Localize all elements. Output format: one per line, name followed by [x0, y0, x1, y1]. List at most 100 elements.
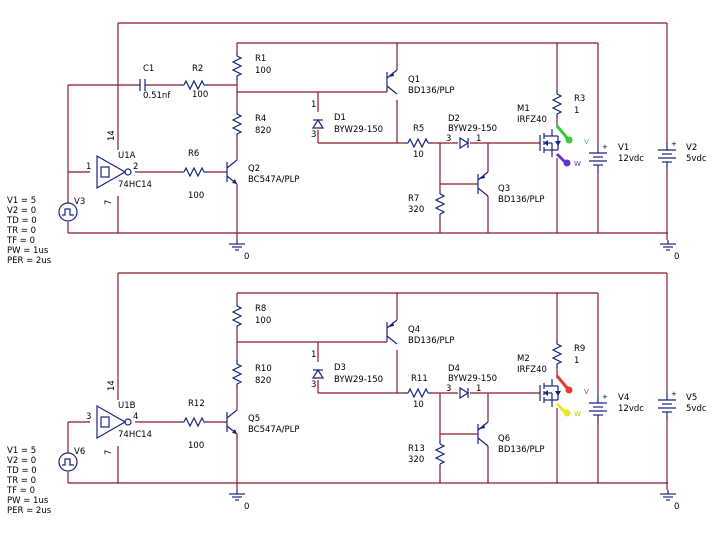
label-r2-value: 100 — [192, 90, 208, 100]
mosfet-m1 — [539, 128, 562, 158]
label-d1-pin3: 3 — [311, 130, 316, 140]
resistor-r10 — [232, 359, 242, 389]
label-m2: M2 — [517, 354, 530, 364]
svg-text:V2 = 0: V2 = 0 — [7, 206, 36, 216]
resistor-r12 — [179, 417, 209, 427]
source-params-bottom: V1 = 5 V2 = 0 TD = 0 TR = 0 TF = 0 PW = … — [6, 446, 52, 516]
label-pin-out: 4 — [133, 412, 138, 422]
ground-symbol — [228, 489, 246, 501]
label-d1-value: BYW29-150 — [334, 125, 383, 135]
label-pin-in: 3 — [86, 412, 91, 422]
label-d2-pin1: 1 — [476, 134, 481, 144]
svg-text:TD = 0: TD = 0 — [6, 466, 37, 476]
label-pin-gnd: 7 — [104, 450, 114, 455]
label-r11: R11 — [411, 374, 428, 384]
label-r11-value: 10 — [413, 400, 424, 410]
label-u1b-value: 74HC14 — [118, 430, 152, 440]
label-r3: R3 — [574, 94, 585, 104]
label-d1: D1 — [334, 113, 346, 123]
label-v1-value: 12vdc — [618, 154, 644, 164]
probe-v-bottom[interactable]: V — [555, 375, 589, 396]
label-gnd: 0 — [244, 252, 249, 262]
resistor-r7 — [435, 189, 445, 219]
battery-v2 — [657, 139, 678, 171]
label-m2-value: IRFZ40 — [517, 365, 547, 375]
label-d2-pin3: 3 — [446, 134, 451, 144]
label-d4-pin3: 3 — [446, 384, 451, 394]
label-d2: D2 — [448, 114, 460, 124]
resistor-r8 — [232, 301, 242, 331]
label-v6: V6 — [74, 447, 85, 457]
label-r1: R1 — [255, 54, 266, 64]
svg-text:V2 = 0: V2 = 0 — [7, 456, 36, 466]
capacitor-c1 — [137, 79, 147, 91]
label-v2-value: 5vdc — [686, 154, 707, 164]
resistor-r2 — [179, 80, 209, 90]
svg-text:V1 = 5: V1 = 5 — [7, 196, 36, 206]
label-r7: R7 — [408, 194, 419, 204]
diode-d2 — [459, 137, 469, 149]
svg-text:V1 = 5: V1 = 5 — [7, 446, 36, 456]
ground-symbol — [659, 239, 677, 251]
label-d4: D4 — [448, 364, 460, 374]
label-d3: D3 — [334, 363, 346, 373]
label-v5: V5 — [686, 393, 697, 403]
label-r8: R8 — [255, 304, 266, 314]
svg-text:PER = 2us: PER = 2us — [7, 256, 52, 266]
probe-v-top[interactable]: V — [555, 125, 589, 146]
label-c1-value: 0.51nf — [143, 91, 171, 101]
label-r5: R5 — [413, 124, 424, 134]
probe-w-bottom[interactable]: W — [555, 402, 581, 418]
diode-d4 — [459, 387, 469, 399]
label-q3: Q3 — [498, 184, 510, 194]
label-v4: V4 — [618, 393, 629, 403]
battery-v1 — [588, 142, 609, 174]
label-d3-value: BYW29-150 — [334, 375, 383, 385]
label-q4-value: BD136/PLP — [408, 336, 454, 346]
battery-v4 — [588, 392, 609, 424]
label-v1: V1 — [618, 143, 629, 153]
label-r13-value: 320 — [408, 455, 424, 465]
label-r8-value: 100 — [255, 316, 271, 326]
ground-symbol — [228, 239, 246, 251]
label-q6: Q6 — [498, 434, 510, 444]
svg-text:TR = 0: TR = 0 — [6, 226, 36, 236]
transistor-q2 — [226, 159, 238, 185]
label-v5-value: 5vdc — [686, 404, 707, 414]
label-pin-out: 2 — [133, 162, 138, 172]
label-r9: R9 — [574, 344, 585, 354]
resistor-r3 — [552, 89, 562, 119]
source-params-top: V1 = 5 V2 = 0 TD = 0 TR = 0 TF = 0 PW = … — [6, 196, 52, 266]
label-gnd: 0 — [244, 502, 249, 512]
resistor-r11 — [403, 388, 433, 398]
label-q6-value: BD136/PLP — [498, 445, 544, 455]
resistor-r9 — [552, 339, 562, 369]
circuit-bottom: V W R8 100 R10 820 R12 100 Q5 BC547A/PLP… — [6, 272, 707, 516]
svg-text:TR = 0: TR = 0 — [6, 476, 36, 486]
probe-v-label: V — [584, 138, 589, 146]
label-c1: C1 — [143, 64, 154, 74]
battery-v5 — [657, 389, 678, 421]
probe-w-label: W — [574, 410, 581, 418]
label-u1b: U1B — [118, 401, 136, 411]
svg-text:PW = 1us: PW = 1us — [7, 496, 49, 506]
label-r9-value: 1 — [574, 356, 579, 366]
label-d2-value: BYW29-150 — [448, 124, 497, 134]
label-gnd: 0 — [674, 252, 679, 262]
label-r12: R12 — [188, 399, 205, 409]
label-q5-value: BC547A/PLP — [248, 425, 300, 435]
label-pin-vcc: 14 — [107, 380, 117, 391]
label-d4-pin1: 1 — [476, 384, 481, 394]
label-r12-value: 100 — [188, 441, 204, 451]
label-r2: R2 — [192, 64, 203, 74]
label-v4-value: 12vdc — [618, 404, 644, 414]
resistor-r5 — [403, 138, 433, 148]
diode-d3 — [312, 369, 324, 379]
label-u1a-value: 74HC14 — [118, 180, 152, 190]
label-r13: R13 — [408, 444, 425, 454]
ground-symbol — [659, 489, 677, 501]
probe-w-top[interactable]: W — [555, 152, 581, 168]
label-v3: V3 — [74, 197, 85, 207]
label-pin-vcc: 14 — [107, 130, 117, 141]
